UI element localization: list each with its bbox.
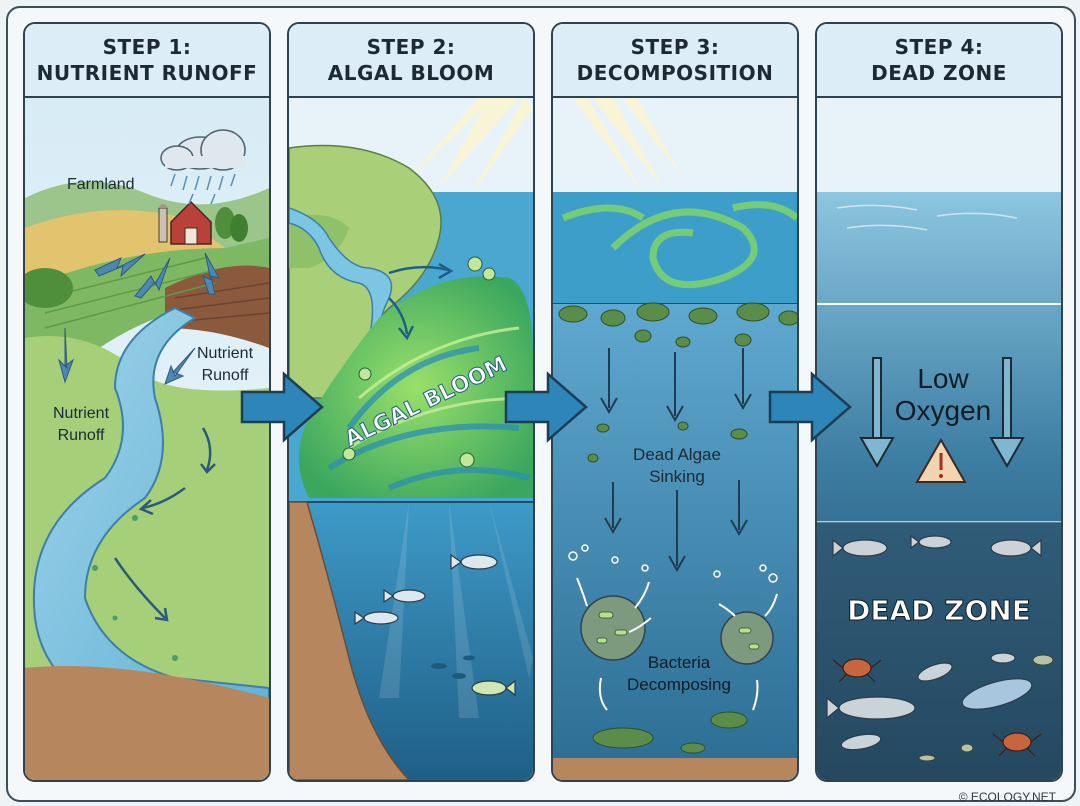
label-dead-algae: Dead Algae <box>633 445 721 464</box>
label-runoff-left-1: Nutrient <box>53 405 110 422</box>
label-sinking: Sinking <box>649 467 705 486</box>
panel-decomposition: STEP 3: DECOMPOSITION <box>551 22 799 782</box>
label-oxygen: Oxygen <box>895 395 992 426</box>
label-runoff-left-2: Runoff <box>58 427 105 444</box>
decompose-arrows <box>576 577 778 711</box>
bacteria-icon <box>580 595 774 665</box>
bloom-scene: ALGAL BLOOM <box>289 98 533 780</box>
flow-arrows <box>388 262 454 341</box>
sun-icon <box>409 98 533 198</box>
sinking-arrows <box>600 348 752 573</box>
panel-dead-zone: STEP 4: DEAD ZONE <box>815 22 1063 782</box>
river-flow-arrows <box>113 427 216 622</box>
label-runoff-right-2: Runoff <box>202 367 249 384</box>
bubbles <box>568 544 778 583</box>
label-dead-zone: DEAD ZONE <box>847 594 1031 627</box>
step-title: ALGAL BLOOM <box>327 61 495 85</box>
transition-arrow-1 <box>240 371 324 443</box>
fish-icon <box>354 553 516 697</box>
decomposition-scene: Dead Algae Sinking Bacteria Decomposing <box>553 98 797 780</box>
label-farmland: Farmland <box>67 176 135 193</box>
step-title: NUTRIENT RUNOFF <box>36 61 258 85</box>
copyright-notice: © ECOLOGY.NET <box>958 790 1056 804</box>
sun-icon <box>573 98 683 193</box>
panel-algal-bloom: STEP 2: ALGAL BLOOM <box>287 22 535 782</box>
step-number: STEP 3: <box>630 35 720 59</box>
light-rays <box>379 502 533 718</box>
dead-zone-scene: Low Oxygen DEAD ZONE <box>817 98 1061 780</box>
panel-nutrient-runoff: STEP 1: NUTRIENT RUNOFF <box>23 22 271 782</box>
bacteria-icon <box>342 256 496 468</box>
cloud-icon <box>160 129 246 171</box>
crab-icon <box>832 658 1042 757</box>
step-number: STEP 4: <box>894 35 984 59</box>
surface-swirl <box>561 201 797 289</box>
panel-header: STEP 3: DECOMPOSITION <box>553 24 797 98</box>
label-bacteria: Bacteria <box>648 653 711 672</box>
warning-icon <box>915 437 967 483</box>
panel-header: STEP 4: DEAD ZONE <box>817 24 1061 98</box>
step-title: DEAD ZONE <box>871 61 1007 85</box>
step-number: STEP 2: <box>366 35 456 59</box>
algae-clumps <box>558 302 797 754</box>
panel-header: STEP 1: NUTRIENT RUNOFF <box>25 24 269 98</box>
label-runoff-right-1: Nutrient <box>197 345 254 362</box>
surface-ripples <box>836 204 1018 231</box>
tree-cluster <box>25 207 248 308</box>
seabed-debris <box>918 654 1054 762</box>
transition-arrow-3 <box>768 371 852 443</box>
step-title: DECOMPOSITION <box>576 61 774 85</box>
runoff-scene: Farmland Nutrient Runoff Nutrient Runoff <box>25 98 269 780</box>
step-number: STEP 1: <box>102 35 192 59</box>
seabed-slope <box>289 501 411 780</box>
rain <box>170 173 236 205</box>
label-decomposing: Decomposing <box>627 675 731 694</box>
oxygen-arrows <box>859 357 1025 469</box>
label-low: Low <box>917 363 969 394</box>
panel-header: STEP 2: ALGAL BLOOM <box>289 24 533 98</box>
runoff-arrows <box>58 252 221 385</box>
transition-arrow-2 <box>504 371 588 443</box>
fish-icon <box>826 534 1042 751</box>
barn-icon <box>158 200 212 245</box>
